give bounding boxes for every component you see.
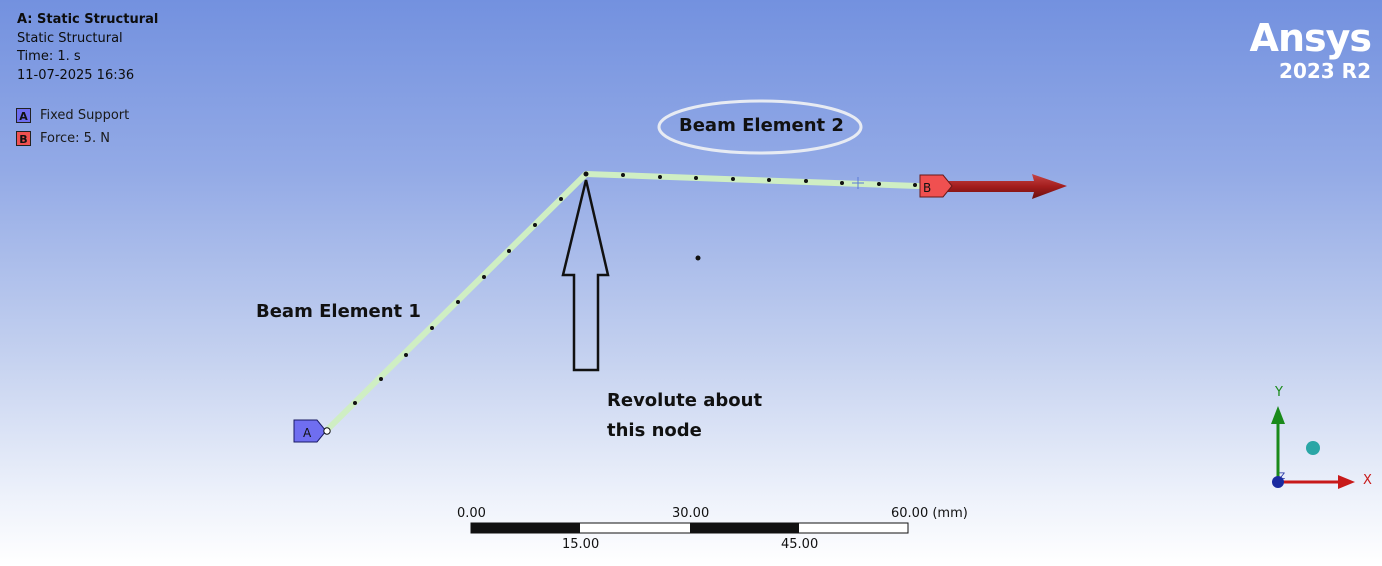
scale-label-0: 0.00	[457, 506, 486, 521]
mesh-node	[404, 353, 408, 357]
analysis-time: Time: 1. s	[17, 49, 81, 64]
point-marker	[695, 255, 701, 261]
mesh-node	[379, 377, 383, 381]
mesh-node	[877, 182, 881, 186]
centroid-cross-icon	[852, 177, 864, 189]
mesh-node	[840, 181, 844, 185]
mesh-node	[533, 223, 537, 227]
beam2-annotation: Beam Element 2	[679, 115, 844, 136]
brand-version: 2023 R2	[1279, 59, 1371, 83]
scale-label-45: 45.00	[781, 537, 819, 552]
force-marker-letter: B	[923, 181, 931, 195]
scale-label-30: 30.00	[672, 506, 710, 521]
coordinate-triad[interactable]: Y X Z	[1271, 385, 1372, 489]
mesh-node	[804, 179, 808, 183]
mesh-node	[621, 173, 625, 177]
beam1-nodes	[353, 171, 589, 405]
boundary-condition-legend: A Fixed Support B Force: 5. N	[16, 104, 129, 150]
ansys-logo: Ansys 2023 R2	[1249, 16, 1372, 83]
triad-y-label: Y	[1274, 385, 1283, 400]
mesh-node	[767, 178, 771, 182]
x-axis-arrowhead	[1338, 475, 1355, 489]
mesh-node	[913, 183, 917, 187]
legend-label-fixed-support: Fixed Support	[40, 108, 130, 123]
fixed-support-letter: A	[303, 426, 312, 440]
z-axis-origin	[1272, 476, 1284, 488]
scale-bar	[470, 522, 909, 534]
legend-swatch-b: B	[16, 131, 31, 146]
mesh-node	[353, 401, 357, 405]
legend-label-force: Force: 5. N	[40, 131, 110, 146]
beam2-highlight-ellipse	[657, 99, 863, 155]
analysis-info: A: Static Structural Static Structural T…	[17, 11, 158, 85]
revolute-annotation-line1: Revolute about	[607, 390, 763, 411]
triad-z-label: Z	[1279, 472, 1285, 482]
mesh-node	[559, 197, 563, 201]
revolute-annotation: Revolute about this node	[607, 386, 762, 446]
force-marker[interactable]: B	[919, 174, 953, 198]
scale-label-15: 15.00	[562, 537, 600, 552]
mesh-node	[731, 177, 735, 181]
mesh-node	[507, 249, 511, 253]
beam1-annotation: Beam Element 1	[256, 301, 421, 322]
analysis-timestamp: 11-07-2025 16:36	[17, 67, 135, 83]
mesh-node	[482, 275, 486, 279]
legend-item-fixed-support[interactable]: A Fixed Support	[16, 104, 129, 127]
revolute-node	[583, 171, 589, 177]
y-axis-arrowhead	[1271, 406, 1285, 424]
brand-name: Ansys	[1249, 16, 1372, 60]
view-sphere-icon	[1306, 441, 1320, 455]
analysis-type: Static Structural	[17, 30, 123, 46]
force-arrow[interactable]	[947, 174, 1067, 199]
scale-label-60: 60.00 (mm)	[891, 506, 968, 521]
support-pin-icon	[323, 427, 331, 435]
revolute-annotation-line2: this node	[607, 420, 702, 441]
mesh-node	[456, 300, 460, 304]
legend-swatch-a: A	[16, 108, 31, 123]
mesh-node	[430, 326, 434, 330]
mesh-node	[694, 176, 698, 180]
fixed-support-marker[interactable]: A	[293, 419, 331, 443]
revolute-pointer-arrow	[561, 179, 610, 372]
analysis-title: A: Static Structural	[17, 12, 159, 27]
beam2-nodes	[621, 173, 917, 187]
mesh-node	[658, 175, 662, 179]
triad-x-label: X	[1363, 473, 1372, 488]
legend-item-force[interactable]: B Force: 5. N	[16, 127, 129, 150]
